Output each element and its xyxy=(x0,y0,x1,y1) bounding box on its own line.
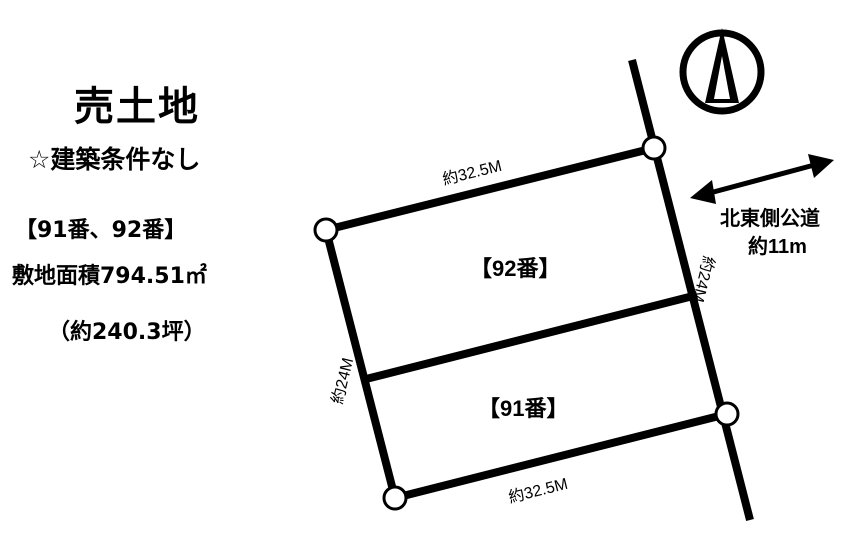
bottom-edge-label: 約32.5M xyxy=(507,475,570,507)
left-edge xyxy=(322,229,399,499)
page-title: 売土地 xyxy=(74,84,200,130)
corner-marker xyxy=(641,135,667,161)
bottom-edge xyxy=(394,410,728,502)
lot-92-label: 【92番】 xyxy=(470,256,560,281)
top-edge xyxy=(325,144,655,234)
road-boundary-line xyxy=(628,59,754,521)
lot-numbers: 【91番、92番】 xyxy=(15,218,187,243)
lot-91-label: 【91番】 xyxy=(478,396,568,421)
road-width: 約11m xyxy=(748,234,807,258)
corner-marker xyxy=(382,485,408,511)
corner-marker xyxy=(714,401,740,427)
lot-divider xyxy=(365,291,698,383)
road-name: 北東側公道 xyxy=(720,206,820,230)
site-area-tsubo: （約240.3坪） xyxy=(48,320,206,345)
corner-marker xyxy=(313,217,339,243)
right-edge-label: 約24M xyxy=(689,254,718,304)
condition-text: ☆建築条件なし xyxy=(28,145,201,174)
left-edge-label: 約24M xyxy=(328,356,357,406)
north-arrow-icon xyxy=(679,28,765,115)
double-arrow-icon xyxy=(690,154,834,204)
site-area: 敷地面積794.51㎡ xyxy=(12,264,207,289)
